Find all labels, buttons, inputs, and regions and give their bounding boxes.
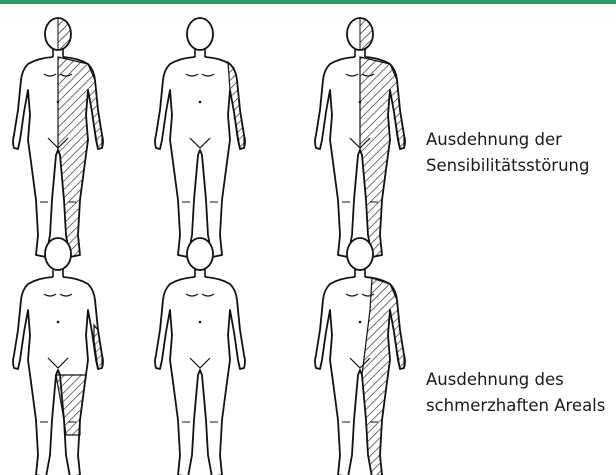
- caption-line: schmerzhaften Areals: [426, 393, 605, 419]
- caption-line: Ausdehnung der: [426, 127, 589, 153]
- caption-line: Ausdehnung des: [426, 367, 605, 393]
- caption-line: Sensibilitätsstörung: [426, 153, 589, 179]
- figure-row2-3: [315, 238, 405, 475]
- caption-painful-area: Ausdehnung des schmerzhaften Areals: [426, 367, 605, 419]
- figure-row2-1: [13, 238, 103, 475]
- figure-row1-1: [13, 18, 103, 257]
- figure-row2-2: [155, 238, 245, 475]
- figure-row1-3: [315, 18, 405, 257]
- figure-row1-2: [155, 18, 245, 257]
- caption-sensory-disturbance: Ausdehnung der Sensibilitätsstörung: [426, 127, 589, 179]
